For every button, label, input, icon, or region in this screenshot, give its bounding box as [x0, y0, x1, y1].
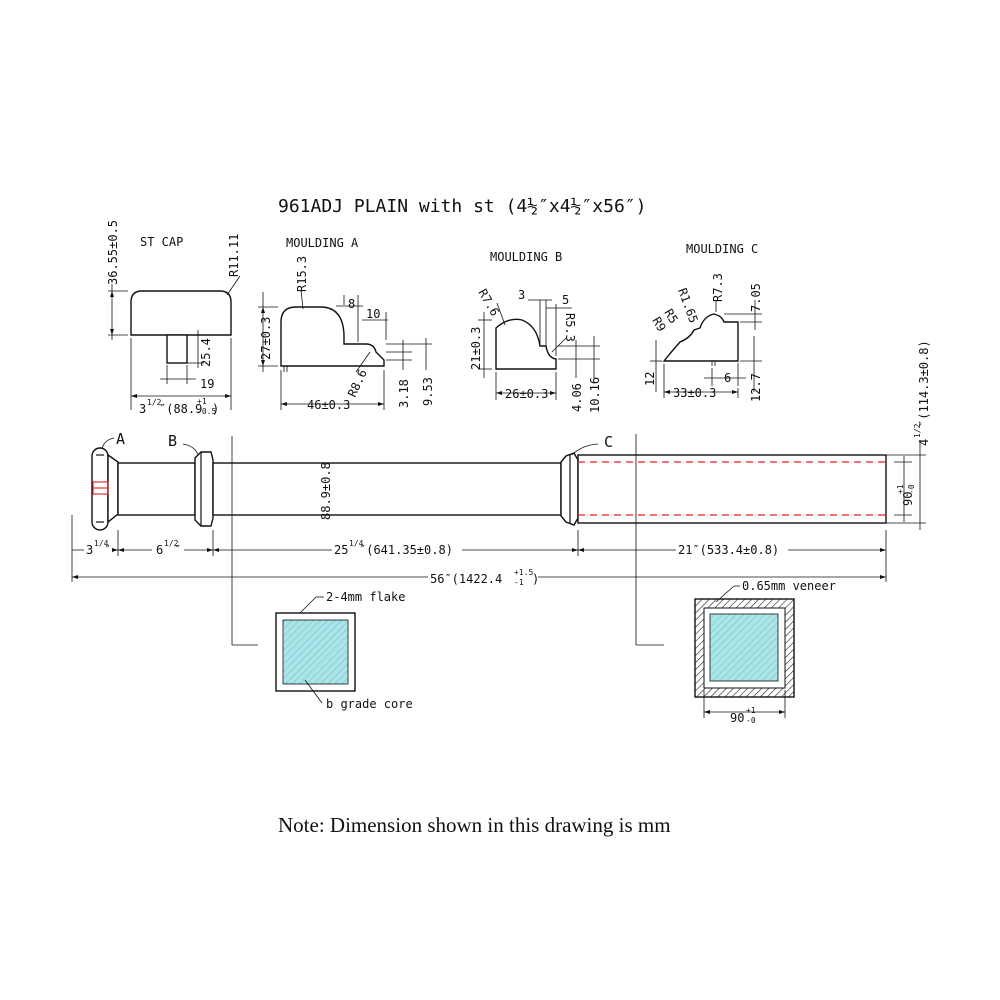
- st-cap-radius: R11.11: [227, 234, 241, 277]
- square-inch-whole: 4: [917, 439, 931, 446]
- section-right: 0.65mm veneer 90 +1 -0: [694, 579, 836, 725]
- moulding-b-radius-top: R7.6: [475, 287, 502, 319]
- moulding-b-label: MOULDING B: [490, 250, 562, 264]
- st-cap-width-tol-bot: -0.5: [197, 407, 216, 416]
- moulding-c-dim-127: 12.7: [749, 373, 763, 402]
- post-label-c: C: [604, 433, 613, 451]
- moulding-c-label: MOULDING C: [686, 242, 758, 256]
- shaft-diameter: 88.9±0.8: [319, 462, 333, 520]
- square-side-tol-top: +1: [896, 484, 905, 494]
- drawing-title: 961ADJ PLAIN with st (4½″x4½″x56″): [278, 196, 646, 217]
- flake-label: 2-4mm flake: [326, 590, 405, 604]
- seg3-frac: 1/4: [349, 539, 364, 548]
- section-left: 2-4mm flake b grade core: [275, 590, 413, 711]
- square-inch-mm: ″(114.3±0.8): [917, 340, 931, 427]
- moulding-b-dim-406: 4.06: [570, 383, 584, 412]
- moulding-b-dim-5: 5: [562, 293, 569, 307]
- moulding-a-label: MOULDING A: [286, 236, 359, 250]
- section-width-tol-bot: -0: [746, 716, 756, 725]
- total-close: ): [532, 572, 539, 586]
- veneer-label: 0.65mm veneer: [742, 579, 836, 593]
- post-label-b: B: [168, 432, 177, 450]
- st-cap-width-tol-top: +1: [197, 397, 207, 406]
- moulding-a-height: 27±0.3: [259, 317, 273, 360]
- st-cap-width-close: ): [212, 402, 219, 416]
- moulding-a-dim-953: 9.53: [421, 377, 435, 406]
- moulding-b-height: 21±0.3: [469, 327, 483, 370]
- moulding-b-dim-1016: 10.16: [588, 377, 602, 413]
- moulding-a-profile: MOULDING A R15.3 27±0.3 8 10 R8.6 3.18 9…: [258, 236, 435, 412]
- moulding-c-dim-6: 6: [724, 371, 731, 385]
- core-label: b grade core: [326, 697, 413, 711]
- moulding-c-radius-d: R9: [649, 315, 668, 335]
- moulding-c-dim-12: 12: [643, 372, 657, 386]
- seg2-whole: 6: [156, 543, 163, 557]
- st-cap-tenon-width: 19: [200, 377, 214, 391]
- moulding-a-radius-top: R15.3: [295, 256, 309, 292]
- st-cap-height: 36.55±0.5: [106, 220, 120, 285]
- square-side-tol-bot: -0: [907, 484, 916, 494]
- st-cap-width-whole: 3: [139, 402, 146, 416]
- st-cap-tenon-height: 25.4: [199, 338, 213, 367]
- seg2-unit: ″: [174, 543, 181, 557]
- post-elevation: A B C 88.9±0.8 4 1/2 ″(114.3±0.8) 90 +1 …: [71, 340, 931, 646]
- moulding-a-radius-bottom: R8.6: [345, 367, 370, 399]
- total-tol-bot: -1: [514, 578, 524, 587]
- seg4-length: 21″(533.4±0.8): [678, 543, 779, 557]
- st-cap-width-frac: 1/2: [147, 398, 162, 407]
- moulding-a-dim-318: 3.18: [397, 379, 411, 408]
- seg3-whole: 25: [334, 543, 348, 557]
- seg2-frac: 1/2: [164, 539, 179, 548]
- st-cap-width-mm: ″(88.9: [159, 402, 202, 416]
- seg1-frac: 1/4: [94, 539, 109, 548]
- post-label-a: A: [116, 430, 125, 448]
- seg1-whole: 3: [86, 543, 93, 557]
- square-side: 90: [901, 492, 915, 506]
- moulding-a-width: 46±0.3: [307, 398, 350, 412]
- moulding-c-radius-c: R5: [661, 307, 680, 327]
- moulding-b-radius-right: R5.3: [563, 313, 577, 342]
- moulding-b-dim-3: 3: [518, 288, 525, 302]
- moulding-a-dim-8: 8: [348, 297, 355, 311]
- moulding-c-radius-b: R7.3: [711, 273, 725, 302]
- moulding-b-profile: MOULDING B R7.6 3 5 R5.3 21±0.3 26±0.3 4…: [469, 250, 602, 413]
- moulding-a-dim-10: 10: [366, 307, 380, 321]
- st-cap-label: ST CAP: [140, 235, 183, 249]
- square-inch-frac: 1/2: [913, 423, 922, 438]
- moulding-c-width: 33±0.3: [673, 386, 716, 400]
- total-length: 56″(1422.4: [430, 572, 502, 586]
- moulding-c-dim-705: 7.05: [749, 283, 763, 312]
- section-width: 90: [730, 711, 744, 725]
- dimension-note: Note: Dimension shown in this drawing is…: [278, 813, 671, 837]
- seg3-mm: ″(641.35±0.8): [359, 543, 453, 557]
- moulding-b-width: 26±0.3: [505, 387, 548, 401]
- moulding-c-profile: MOULDING C R1.65 R7.3 R5 R9 7.05 12 6 12…: [643, 242, 763, 402]
- total-tol-top: +1.5: [514, 568, 533, 577]
- section-width-tol-top: +1: [746, 706, 756, 715]
- seg1-unit: ″: [104, 543, 111, 557]
- st-cap-profile: ST CAP 36.55±0.5 R11.11 25.4 19 3 1/2 ″(…: [106, 220, 241, 416]
